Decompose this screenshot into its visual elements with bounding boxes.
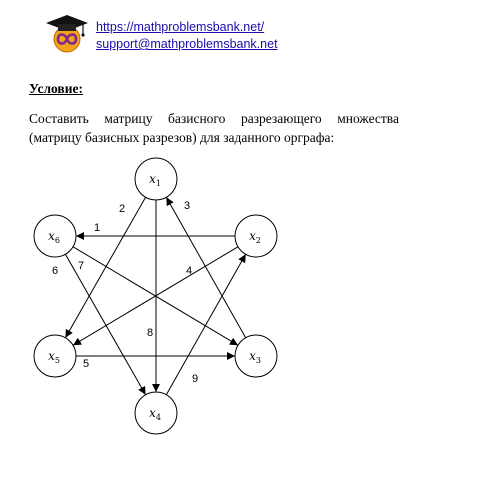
node-x3: x3	[234, 334, 278, 378]
node-label: x2	[249, 229, 261, 245]
edge-label-2: 2	[119, 203, 125, 215]
node-x1: x1	[134, 157, 178, 201]
mortarboard-logo-icon	[46, 15, 88, 53]
email-link[interactable]: support@mathproblemsbank.net	[96, 37, 278, 51]
node-label: x5	[48, 349, 60, 365]
node-x4: x4	[134, 391, 178, 435]
edge-label-4: 4	[186, 265, 192, 277]
task-text: Составить матрицу базисного разрезающего…	[29, 111, 399, 145]
edge-label-5: 5	[83, 358, 89, 370]
edge-6	[64, 253, 147, 396]
node-circle	[33, 214, 77, 258]
edge-label-1: 1	[94, 222, 100, 234]
edge-label-9: 9	[192, 373, 198, 385]
node-label: x3	[249, 349, 261, 365]
edge-2	[64, 196, 147, 339]
node-circle	[134, 391, 178, 435]
edge-label-8: 8	[147, 327, 153, 339]
edge-9	[165, 254, 247, 395]
node-x2: x2	[234, 214, 278, 258]
node-circle	[134, 157, 178, 201]
node-label: x6	[48, 229, 60, 245]
edge-label-6: 6	[52, 265, 58, 277]
node-circle	[234, 334, 278, 378]
node-circle	[33, 334, 77, 378]
site-link[interactable]: https://mathproblemsbank.net/	[96, 20, 265, 34]
condition-title: Условие:	[29, 81, 83, 96]
node-x6: x6	[33, 214, 77, 258]
header-links: https://mathproblemsbank.net/ support@ma…	[96, 19, 278, 53]
edge-3	[165, 197, 247, 338]
node-label: x1	[149, 172, 161, 188]
edge-label-3: 3	[184, 200, 190, 212]
node-x5: x5	[33, 334, 77, 378]
node-circle	[234, 214, 278, 258]
node-label: x4	[149, 406, 161, 422]
edge-label-7: 7	[78, 260, 84, 272]
